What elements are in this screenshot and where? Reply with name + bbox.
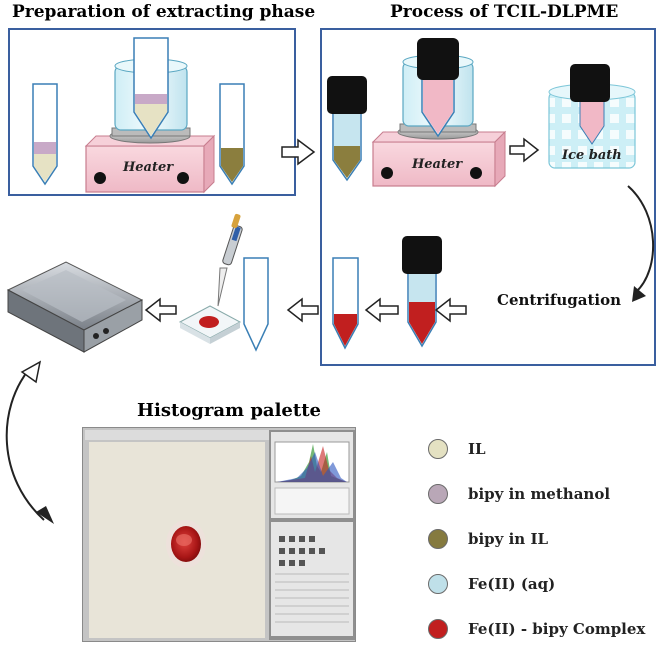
preparation-panel — [8, 28, 296, 196]
beaker-right — [402, 38, 474, 138]
heater-left — [84, 127, 216, 194]
beaker-left — [114, 37, 188, 140]
pipette — [217, 213, 243, 307]
title-preparation: Preparation of extracting phase — [12, 2, 316, 22]
arrow-to-icebath — [509, 137, 540, 163]
heater-right — [371, 123, 507, 188]
arrow-to-scanner — [144, 297, 177, 323]
heater-right-label: Heater — [412, 157, 463, 172]
arrow-to-red-tube — [364, 297, 399, 323]
arrow-to-dish — [286, 297, 319, 323]
histogram-panel — [271, 432, 353, 518]
histogram-screenshot — [82, 427, 356, 642]
legend-swatch — [428, 484, 448, 504]
legend-swatch — [428, 439, 448, 459]
ice-bath-label: Ice bath — [562, 148, 622, 163]
ice-bath — [548, 64, 636, 169]
image-window-titlebar — [85, 430, 269, 440]
curved-arrow-centrifugation — [627, 185, 654, 302]
tube-red-phase — [332, 257, 359, 350]
legend-label: bipy in IL — [468, 530, 549, 548]
photoshop-panels — [269, 430, 355, 640]
tube-capped-1 — [327, 76, 367, 182]
legend-item-il: IL — [428, 436, 658, 462]
legend-label: Fe(II) - bipy Complex — [468, 620, 646, 638]
legend-item-bipy-il: bipy in IL — [428, 526, 658, 552]
legend-item-bipy-methanol: bipy in methanol — [428, 481, 658, 507]
legend-swatch — [428, 619, 448, 639]
heater-left-label: Heater — [123, 160, 174, 175]
scanned-image — [89, 442, 265, 638]
title-process: Process of TCIL-DLPME — [390, 2, 619, 22]
legend-item-fe-aq: Fe(II) (aq) — [428, 571, 658, 597]
legend-label: bipy in methanol — [468, 485, 611, 503]
tube-bipy-il — [219, 83, 245, 186]
legend-label: IL — [468, 440, 486, 458]
legend-swatch — [428, 529, 448, 549]
legend-item-fe-bipy-complex: Fe(II) - bipy Complex — [428, 616, 658, 642]
centrifugation-label: Centrifugation — [497, 291, 622, 309]
adjustments-panel — [271, 522, 353, 636]
scanner — [6, 261, 144, 353]
arrow-to-process — [281, 138, 316, 166]
legend-swatch — [428, 574, 448, 594]
tube-empty — [243, 257, 269, 352]
title-histogram: Histogram palette — [137, 400, 321, 421]
tube-il-methanol — [32, 83, 58, 186]
legend: IL bipy in methanol bipy in IL Fe(II) (a… — [428, 436, 658, 642]
curved-arrow-histogram — [5, 360, 54, 524]
tube-centrifuged — [402, 236, 442, 348]
sample-dish — [178, 305, 242, 344]
process-panel — [320, 28, 656, 366]
legend-label: Fe(II) (aq) — [468, 575, 556, 593]
arrow-centrifuge-to-tube — [434, 297, 467, 323]
